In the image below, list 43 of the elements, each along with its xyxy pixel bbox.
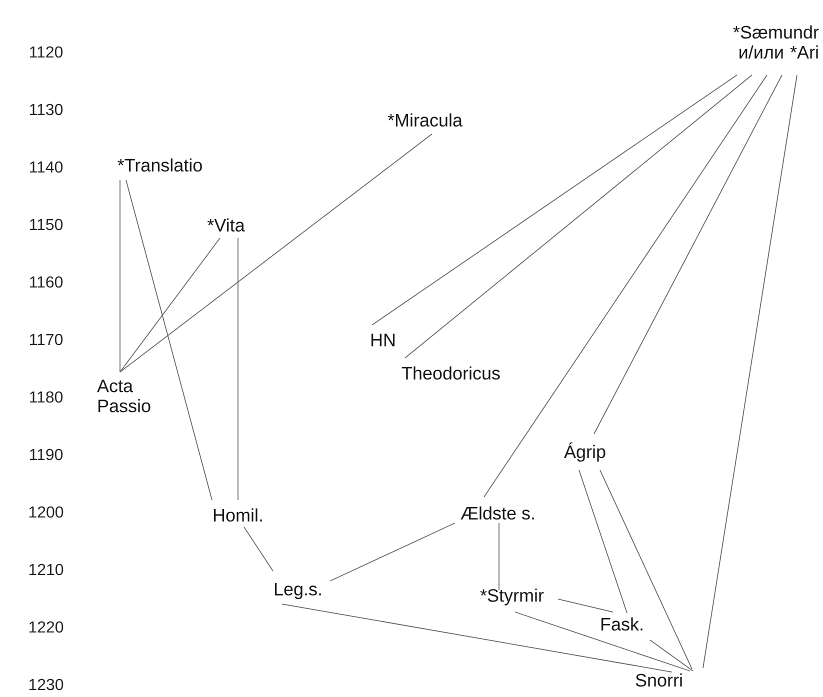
connector-line: [600, 470, 692, 670]
connector-line: [282, 604, 672, 672]
node-label: *Miracula: [388, 113, 462, 127]
connector-line: [578, 470, 628, 614]
connector-line: [120, 238, 220, 372]
node-label: Acta Passio: [97, 380, 150, 412]
year-label: 1120: [30, 46, 63, 58]
year-label: 1220: [29, 621, 64, 633]
year-label: 1140: [30, 161, 63, 173]
connector-line: [372, 74, 738, 326]
node-label: *Styrmir: [480, 588, 544, 606]
year-label: 1210: [29, 564, 64, 576]
connector-line: [514, 612, 690, 672]
year-label: 1150: [30, 218, 63, 230]
node-label: Snorri: [636, 673, 682, 687]
connector-line: [484, 74, 768, 498]
year-label: 1230: [29, 678, 64, 690]
node-label: *Vita: [207, 218, 245, 232]
connector-line: [498, 522, 500, 590]
node-label: Ældste s.: [460, 506, 534, 520]
connector-line: [702, 74, 798, 668]
node-label: Fask.: [601, 617, 642, 631]
year-label: 1200: [29, 506, 64, 518]
connector-line: [244, 526, 274, 572]
node-label: HN: [371, 334, 395, 346]
node-label: Theodoricus: [402, 366, 500, 380]
year-label: 1190: [30, 448, 63, 460]
connector-line: [120, 134, 432, 372]
year-label: 1160: [30, 276, 63, 288]
connector-line: [594, 74, 782, 434]
connector-line: [404, 74, 752, 358]
year-label: 1170: [30, 334, 63, 346]
node-label: Ágrip: [564, 442, 606, 462]
year-label: 1130: [30, 104, 63, 116]
node-label: *Sæmundr и/или *Ari: [733, 25, 819, 59]
connector-line: [650, 640, 694, 672]
connector-line: [558, 598, 614, 612]
node-label: *Translatio: [118, 158, 202, 172]
connector-line: [126, 180, 212, 500]
year-label: 1180: [30, 391, 63, 403]
connector-line: [330, 522, 456, 582]
node-label: Leg.s.: [274, 582, 321, 600]
node-label: Homil.: [214, 508, 262, 522]
